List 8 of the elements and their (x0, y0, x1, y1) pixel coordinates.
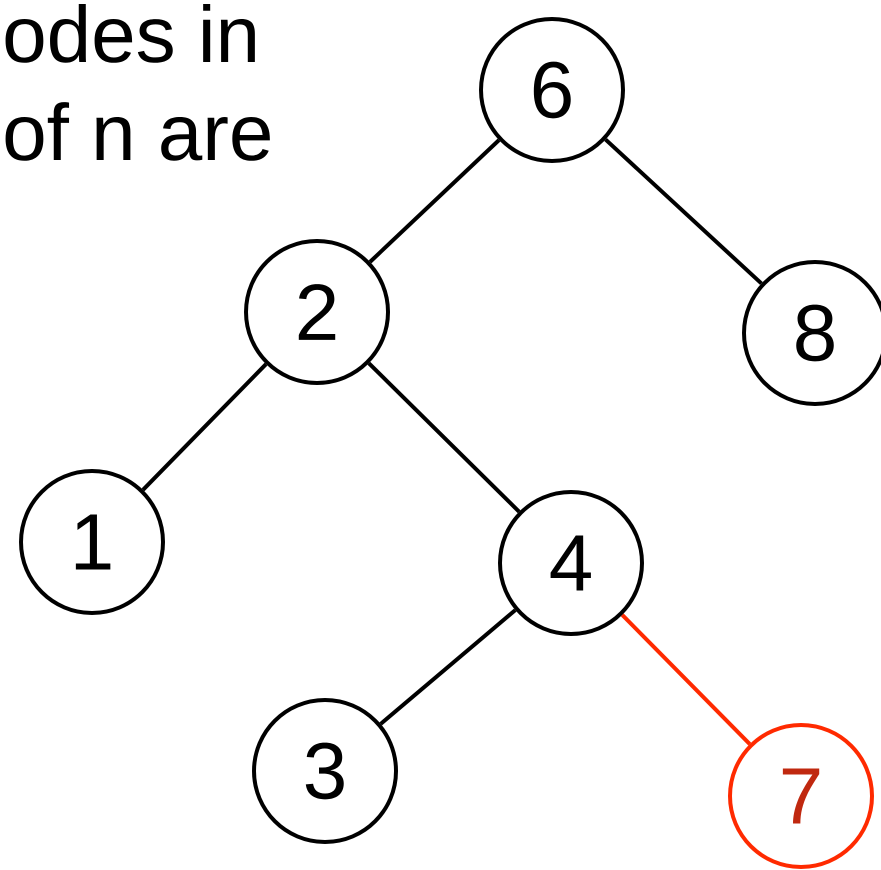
tree-edge (368, 362, 520, 514)
text-line: of n are (6, 102, 270, 161)
text-line: odes in (6, 4, 255, 63)
tree-edge (604, 138, 763, 285)
tree-edge (368, 138, 500, 264)
tree-edge (142, 362, 268, 492)
tree-edge (620, 614, 752, 746)
tree-edge (379, 608, 517, 726)
